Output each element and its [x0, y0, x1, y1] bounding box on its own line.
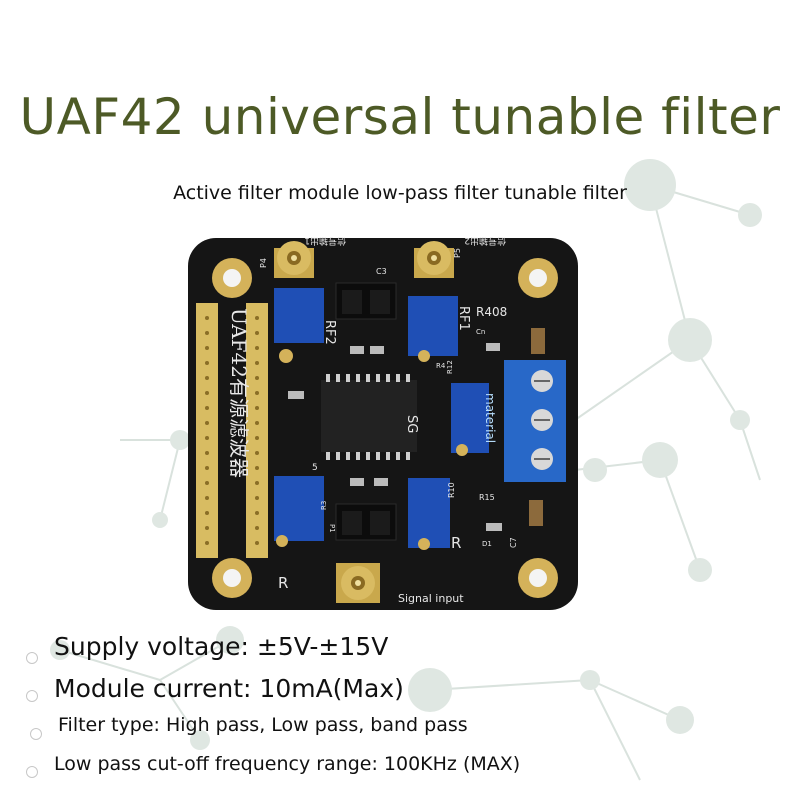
- label-top-cn-left: 信号输出1: [304, 235, 346, 247]
- uaf42-ic-chip: [321, 374, 417, 460]
- board-vertical-label: UAF42有源滤波器: [227, 308, 251, 478]
- label-c7: C7: [509, 537, 518, 548]
- pcb-board-photo: UAF42有源滤波器: [188, 235, 578, 610]
- label-r-left: R: [278, 574, 288, 592]
- potentiometer-rf2: [274, 288, 324, 363]
- spec-supply-voltage: Supply voltage: ±5V-±15V: [54, 632, 389, 661]
- mounting-hole-bottom-left: [212, 558, 252, 598]
- potentiometer-bottom-left: [274, 476, 324, 547]
- label-top-cn-right: 信号输出2: [464, 235, 506, 247]
- bullet-marker: [30, 728, 42, 740]
- spec-module-current: Module current: 10mA(Max): [54, 674, 404, 703]
- label-p4: P4: [259, 258, 268, 268]
- label-r12: R12: [446, 360, 454, 374]
- bullet-marker: [26, 766, 38, 778]
- label-c3: C3: [376, 267, 387, 276]
- label-r-right: R: [451, 534, 461, 552]
- mounting-hole-top-right: [518, 258, 558, 298]
- spec-cutoff-frequency: Low pass cut-off frequency range: 100KHz…: [54, 753, 521, 775]
- label-r4: R4: [436, 362, 446, 370]
- label-material: material: [483, 393, 497, 443]
- label-cn: Cn: [476, 328, 485, 336]
- jumper-header-top: [335, 282, 397, 320]
- jumper-header-bottom: [335, 503, 397, 541]
- sma-connector-signal-input: [336, 563, 380, 603]
- spec-filter-type: Filter type: High pass, Low pass, band p…: [58, 714, 468, 736]
- label-rf2: RF2: [322, 320, 337, 345]
- label-r3: R3: [320, 501, 328, 510]
- label-r15: R15: [479, 493, 495, 502]
- label-p5: P5: [453, 248, 462, 258]
- label-r10: R10: [447, 482, 456, 498]
- label-p1: P1: [328, 524, 336, 533]
- page-title: UAF42 universal tunable filter: [19, 88, 781, 146]
- bullet-marker: [26, 690, 38, 702]
- bullet-marker: [26, 652, 38, 664]
- potentiometer-middle-right: [451, 383, 489, 456]
- screw-terminal-block: [504, 360, 566, 482]
- label-rf1: RF1: [456, 306, 471, 331]
- potentiometer-rf1: [408, 296, 458, 362]
- label-d1: D1: [482, 540, 492, 548]
- mounting-hole-top-left: [212, 258, 252, 298]
- label-num-5: 5: [312, 463, 318, 473]
- pin-header-left: [196, 303, 268, 558]
- label-r408: R408: [476, 305, 507, 319]
- page-subtitle: Active filter module low-pass filter tun…: [173, 182, 627, 204]
- label-signal-input: Signal input: [398, 592, 464, 605]
- sma-connector-p5: [414, 241, 454, 278]
- label-sg: SG: [404, 415, 419, 433]
- sma-connector-p4: [274, 241, 314, 278]
- potentiometer-bottom-right: [408, 478, 450, 550]
- mounting-hole-bottom-right: [518, 558, 558, 598]
